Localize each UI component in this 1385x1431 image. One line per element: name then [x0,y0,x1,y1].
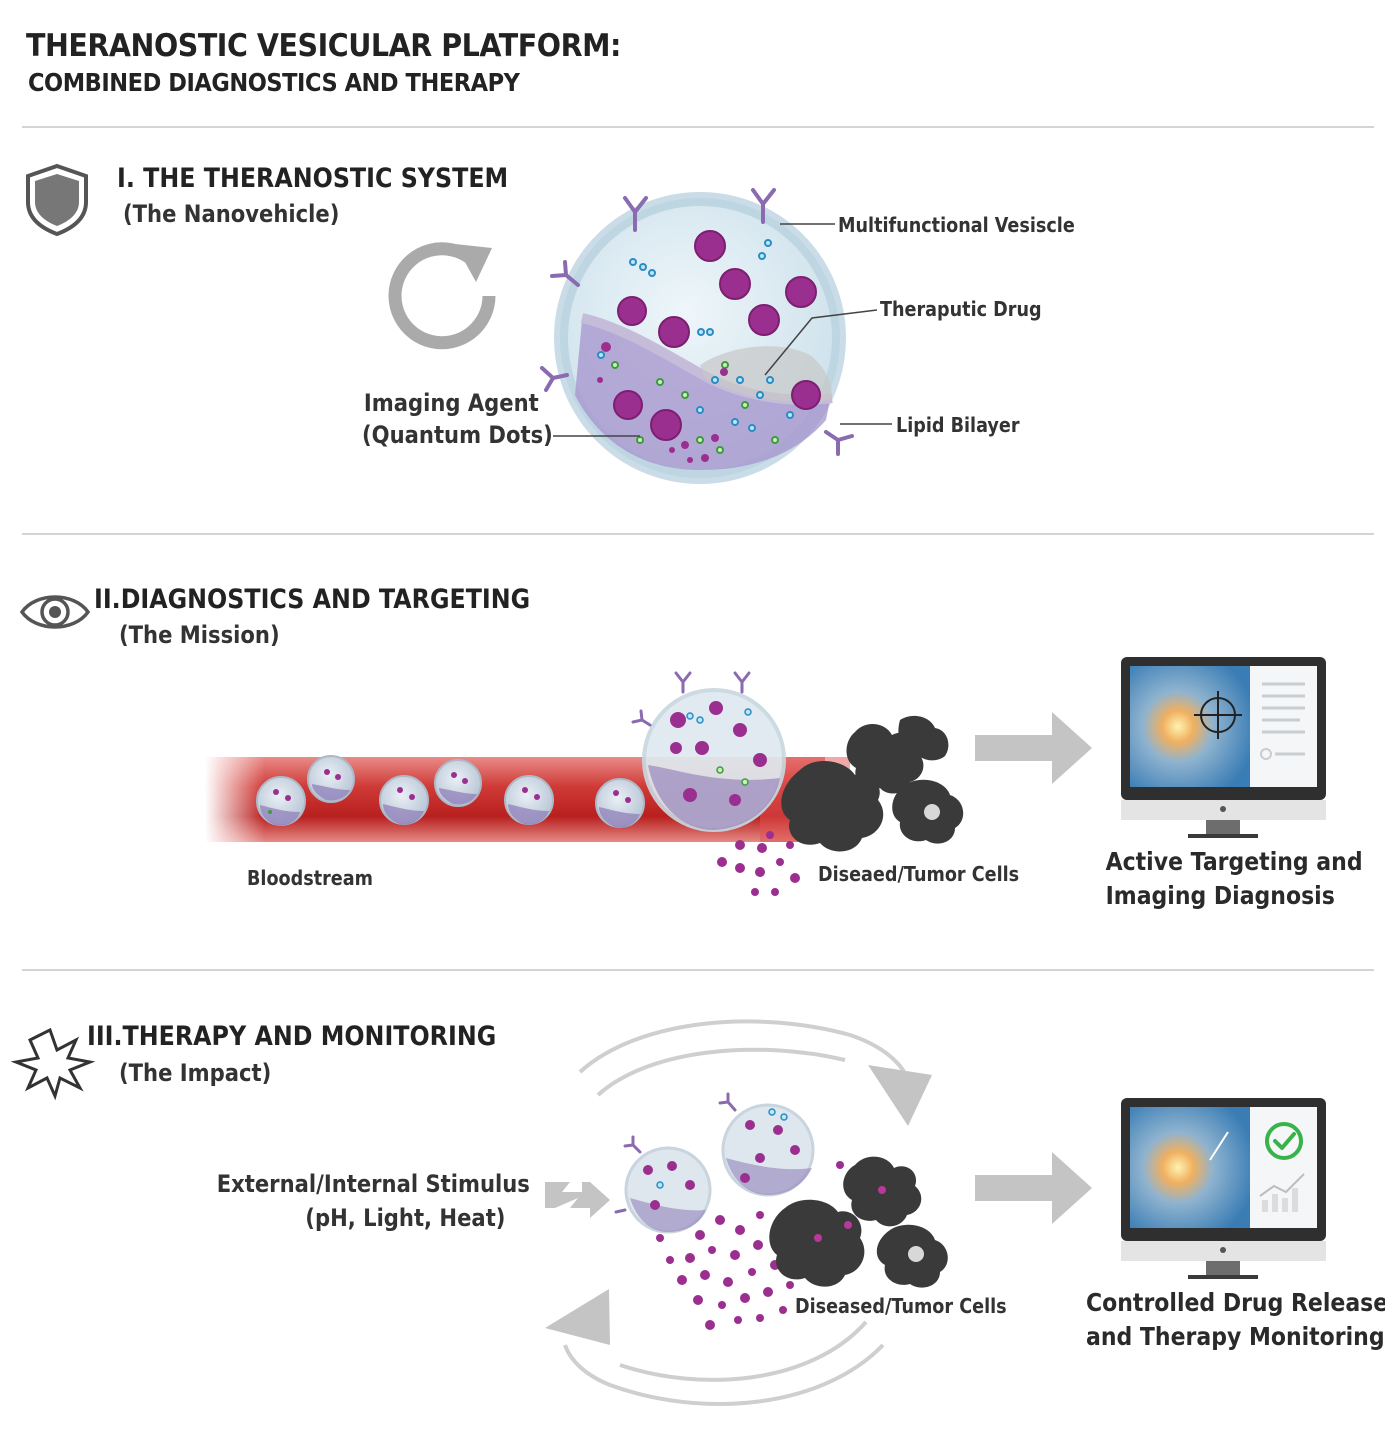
eye-icon [19,595,91,629]
drug-label: Theraputic Drug [880,297,1042,321]
cycle-arrowhead-bottom [545,1289,610,1345]
section-1-heading: I. THE THERANOSTIC SYSTEM [117,163,509,194]
cycle-arrows [563,1019,908,1406]
imaging-agent-label: Imaging Agent [364,389,539,417]
monitoring-monitor-icon [1121,1098,1326,1279]
tumor-cells-label-therapy: Diseased/Tumor Cells [795,1294,1007,1318]
result-caption-line2: Imaging Diagnosis [1105,881,1335,910]
therapy-caption: Controlled Drug Release and Therapy Moni… [1068,1286,1385,1354]
therapy-caption-line2: and Therapy Monitoring [1086,1322,1385,1351]
page-title: THERANOSTIC VESICULAR PLATFORM: [26,28,621,64]
tumor-cells [781,715,964,852]
lipid-bilayer-label: Lipid Bilayer [896,413,1020,437]
refresh-icon [388,242,496,350]
drug-particles [613,230,821,441]
result-caption: Active Targeting and Imaging Diagnosis [1090,845,1363,913]
result-caption-line1: Active Targeting and [1105,847,1363,876]
divider [22,533,1374,535]
vesicle-label: Multifunctional Vesiscle [838,213,1075,237]
section-3-subheading: (The Impact) [119,1059,272,1087]
divider [22,969,1374,971]
targeting-vesicle [631,671,786,832]
result-arrow [975,712,1092,784]
stimulus-sublabel: (pH, Light, Heat) [304,1204,505,1232]
stimulus-label: External/Internal Stimulus [216,1170,530,1198]
circulating-vesicles [256,755,645,828]
released-drug-dots [717,831,800,896]
tumor-cells-therapy [769,1156,948,1288]
label-leaders [553,223,892,437]
imaging-agent-sublabel: (Quantum Dots) [362,421,553,449]
section-3-heading: III.THERAPY AND MONITORING [87,1021,497,1052]
tumor-cells-label: Diseaed/Tumor Cells [818,862,1020,886]
page-subtitle: COMBINED DIAGNOSTICS AND THERAPY [28,68,520,97]
section-2-heading: II.DIAGNOSTICS AND TARGETING [94,584,531,615]
targeting-ligands [540,188,854,456]
quantum-dots [597,239,794,432]
section-1-subheading: (The Nanovehicle) [123,200,340,228]
starburst-icon [10,1027,96,1101]
therapy-arrow [975,1152,1092,1224]
diagnosis-monitor-icon [1121,657,1326,838]
releasing-vesicles [614,1092,815,1234]
section-2-subheading: (The Mission) [119,621,280,649]
small-drug-dots [597,342,728,463]
cycle-arrowhead-top [868,1065,932,1126]
therapy-caption-line1: Controlled Drug Release [1086,1288,1385,1317]
stimulus-arrow [545,1182,610,1218]
bloodstream-label: Bloodstream [247,866,373,890]
divider [22,126,1374,128]
imaging-dots-green [611,361,779,454]
shield-icon [26,163,88,237]
